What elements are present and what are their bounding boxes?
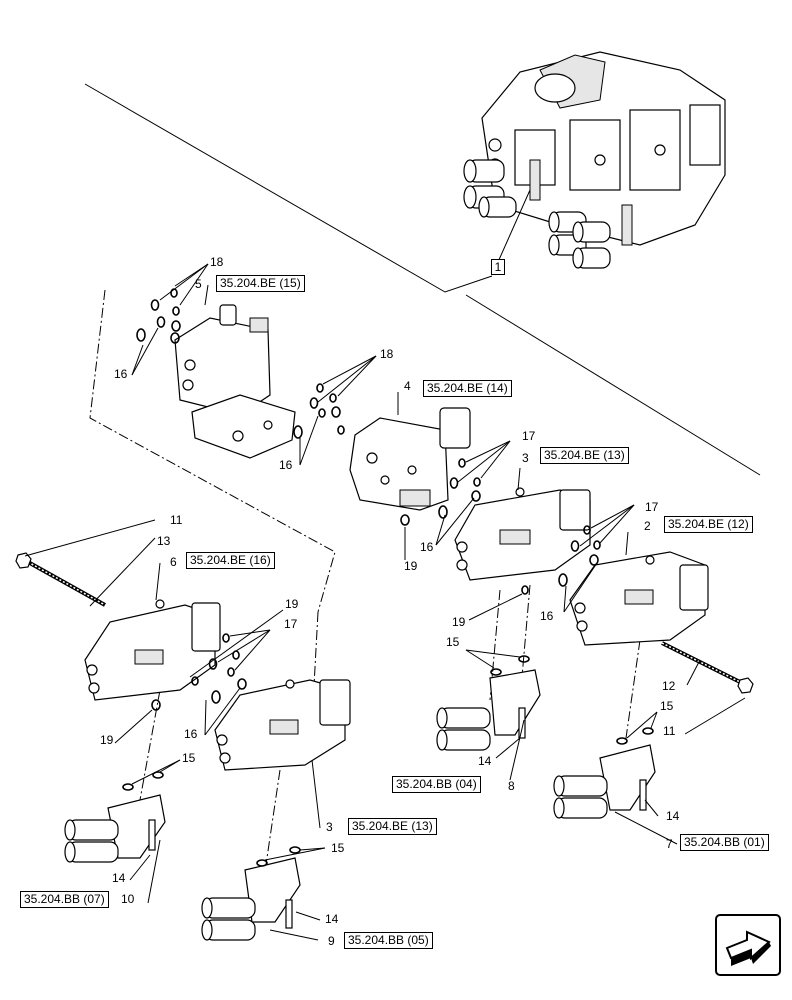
callout-17: 17 (284, 617, 298, 631)
arrow-icon-graphic (725, 930, 771, 966)
callout-4: 4 (404, 379, 411, 393)
callout-19: 19 (285, 597, 299, 611)
callout-15: 15 (182, 751, 196, 765)
item-key-box: 1 (491, 259, 505, 275)
ref-link-35-204-bb-07[interactable]: 35.204.BB (07) (20, 891, 109, 908)
o-rings-part-3-upper (438, 458, 529, 595)
coupling-9 (201, 846, 326, 941)
callout-18: 18 (210, 255, 224, 269)
callout-7: 7 (666, 837, 673, 851)
callout-16: 16 (279, 458, 293, 472)
callout-12: 12 (662, 679, 676, 693)
callout-14: 14 (325, 912, 339, 926)
callout-16: 16 (420, 540, 434, 554)
coupling-10 (64, 759, 181, 904)
callout-5: 5 (195, 277, 202, 291)
valve-section-4 (349, 407, 471, 511)
ref-link-35-204-be-13[interactable]: 35.204.BE (13) (540, 447, 629, 464)
valve-section-2 (569, 551, 709, 646)
ref-link-35-204-be-15[interactable]: 35.204.BE (15) (216, 275, 305, 292)
main-valve-assembly (463, 51, 726, 269)
ref-link-35-204-be-14[interactable]: 35.204.BE (14) (423, 380, 512, 397)
callout-19: 19 (404, 559, 418, 573)
o-rings-part-4 (293, 383, 410, 526)
callout-19: 19 (100, 733, 114, 747)
callout-3: 3 (522, 451, 529, 465)
callout-8: 8 (508, 779, 515, 793)
callout-15: 15 (660, 699, 674, 713)
callout-6: 6 (170, 555, 177, 569)
callout-16: 16 (540, 609, 554, 623)
callout-10: 10 (121, 892, 135, 906)
callout-18: 18 (380, 347, 394, 361)
o-rings-part-5 (136, 288, 181, 344)
o-rings-part-3-lower (191, 633, 247, 704)
ref-link-35-204-be-16[interactable]: 35.204.BE (16) (186, 552, 275, 569)
coupling-7 (553, 711, 678, 845)
callout-19: 19 (452, 615, 466, 629)
valve-section-6 (84, 599, 221, 701)
callout-14: 14 (666, 809, 680, 823)
callout-15: 15 (446, 635, 460, 649)
ref-link-35-204-bb-04[interactable]: 35.204.BB (04) (392, 776, 481, 793)
callout-2: 2 (644, 519, 651, 533)
valve-section-5 (174, 304, 296, 459)
callout-11: 11 (663, 724, 676, 738)
next-page-arrow-icon[interactable] (715, 914, 781, 976)
ref-link-35-204-be-13-lower[interactable]: 35.204.BE (13) (348, 818, 437, 835)
callout-17: 17 (645, 500, 659, 514)
ref-link-35-204-be-12[interactable]: 35.204.BE (12) (664, 516, 753, 533)
callout-17: 17 (522, 429, 536, 443)
callout-3: 3 (326, 820, 333, 834)
callout-14: 14 (478, 754, 492, 768)
o-rings-part-2 (558, 525, 601, 587)
valve-section-3-lower (214, 679, 351, 771)
ref-link-35-204-bb-01[interactable]: 35.204.BB (01) (680, 834, 769, 851)
callout-16: 16 (114, 367, 128, 381)
callout-9: 9 (328, 934, 335, 948)
callout-14: 14 (112, 871, 126, 885)
callout-16: 16 (184, 727, 198, 741)
callout-11: 11 (170, 513, 183, 527)
ref-link-35-204-bb-05[interactable]: 35.204.BB (05) (344, 932, 433, 949)
coupling-8 (436, 649, 541, 781)
callout-13: 13 (157, 534, 171, 548)
valve-section-3-upper (454, 487, 591, 581)
callout-15: 15 (331, 841, 345, 855)
